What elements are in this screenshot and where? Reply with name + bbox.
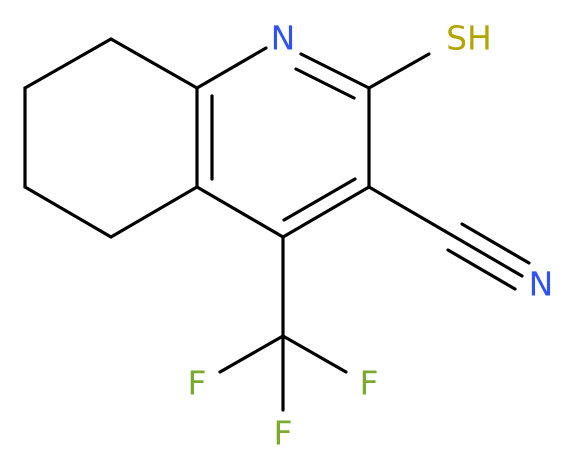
bond-c6-c5: [23, 185, 113, 239]
bond-c8-c7: [23, 37, 113, 90]
atom-sh-label: SH: [446, 19, 492, 58]
bond-c4-c4a: [195, 185, 285, 239]
bond-c3-c4: [281, 185, 371, 239]
bond-n1-c2: [299, 52, 371, 90]
bond-cf3-f2: [281, 334, 348, 374]
bond-cn-triple-1: [453, 235, 524, 278]
atom-n1-label: N: [271, 19, 296, 58]
bond-cn-triple-3: [446, 248, 517, 291]
atom-f3-label: F: [274, 414, 293, 453]
bond-c3-c4-inner: [282, 177, 357, 222]
bond-c2-s: [367, 52, 431, 90]
bond-c5-c4a: [109, 185, 199, 239]
atom-n2-label: N: [529, 265, 554, 304]
bond-c3-cn: [367, 185, 457, 239]
bond-c8a-n1: [195, 46, 268, 90]
bond-c8a-c8: [109, 37, 199, 90]
bond-cn-triple-2: [460, 222, 531, 265]
atom-f2-label: F: [360, 364, 379, 403]
atom-f1-label: F: [188, 364, 207, 403]
bond-n1-c2-inner: [294, 67, 356, 100]
bond-cf3-f1: [218, 334, 285, 374]
